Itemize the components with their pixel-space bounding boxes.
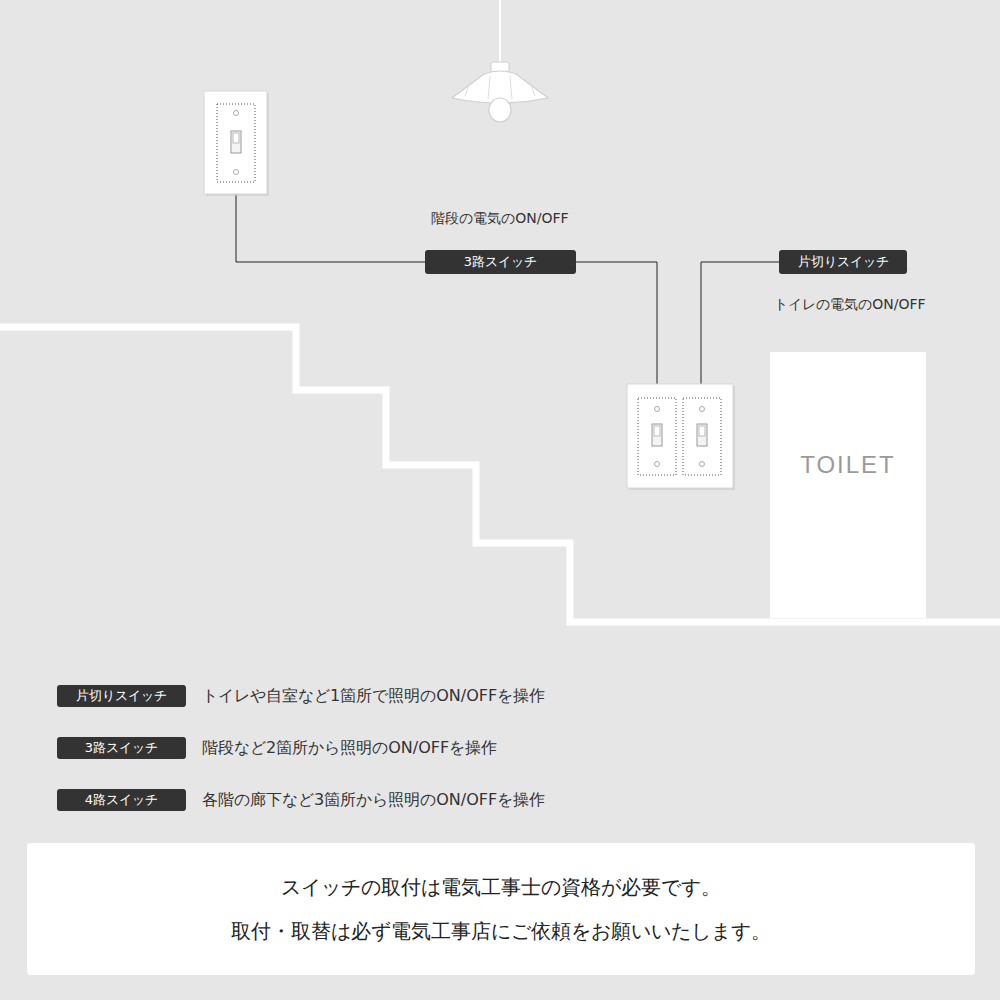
- node-text: 片切りスイッチ: [76, 687, 167, 705]
- switch-tag: 3路スイッチ: [425, 250, 576, 274]
- node-text: 取付・取替は必ず電気工事店にご依頼をお願いいたします。: [231, 918, 771, 945]
- legend-tag: 3路スイッチ: [57, 737, 186, 759]
- toilet-door: TOILET: [770, 352, 926, 618]
- switch-plate: [204, 91, 269, 196]
- legend-tag: 4路スイッチ: [57, 789, 186, 811]
- node-text: 3路スイッチ: [464, 253, 537, 271]
- legend-description: 各階の廊下など3箇所から照明のON/OFFを操作: [202, 790, 545, 811]
- node-text: 片切りスイッチ: [798, 253, 889, 271]
- legend-tag: 片切りスイッチ: [57, 685, 186, 707]
- wire: [701, 262, 779, 398]
- node-text: 3路スイッチ: [85, 739, 158, 757]
- legend-description: トイレや自室など1箇所で照明のON/OFFを操作: [202, 686, 545, 707]
- pendant-lamp: [452, 0, 548, 122]
- switch-tag: 片切りスイッチ: [779, 250, 907, 274]
- node-text: 4路スイッチ: [85, 791, 158, 809]
- node-text: スイッチの取付は電気工事士の資格が必要です。: [281, 874, 721, 901]
- switch-plate: [627, 384, 735, 490]
- legend-description: 階段など2箇所から照明のON/OFFを操作: [202, 738, 497, 759]
- wire: [236, 182, 657, 398]
- node-text: TOILET: [800, 451, 896, 479]
- light-label: 階段の電気のON/OFF: [431, 210, 568, 228]
- stairs: [0, 327, 1000, 622]
- notice-box: スイッチの取付は電気工事士の資格が必要です。取付・取替は必ず電気工事店にご依頼を…: [27, 843, 975, 975]
- light-label: トイレの電気のON/OFF: [774, 296, 925, 314]
